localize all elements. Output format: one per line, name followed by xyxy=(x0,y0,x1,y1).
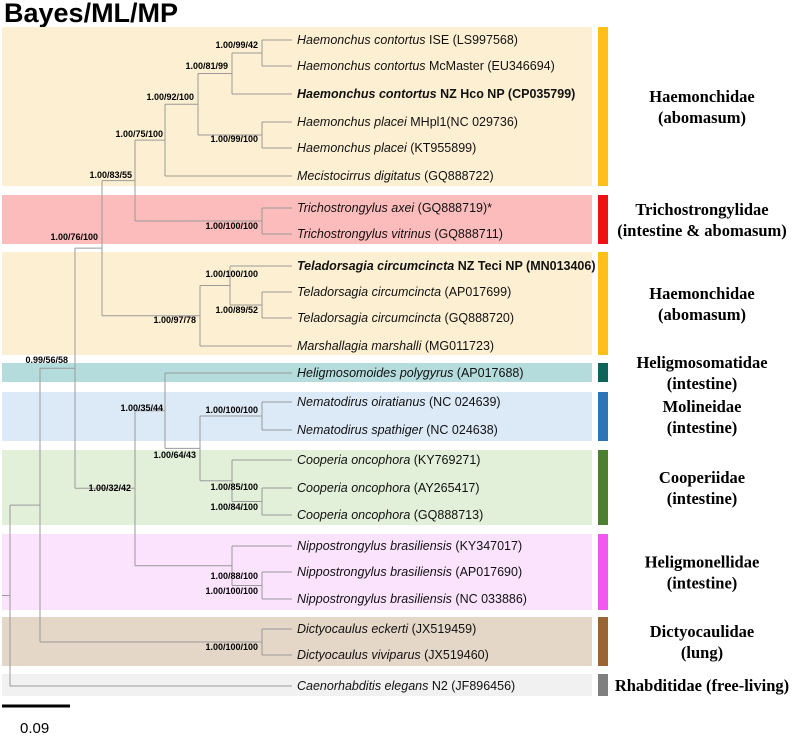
support-value: 1.00/35/44 xyxy=(120,403,163,413)
support-value: 1.00/64/43 xyxy=(153,450,196,460)
taxon-label: Haemonchus contortus McMaster (EU346694) xyxy=(297,59,555,73)
taxon-label: Nippostrongylus brasiliensis (KY347017) xyxy=(297,539,522,553)
taxon-label: Haemonchus contortus ISE (LS997568) xyxy=(297,33,518,47)
family-label: (abomasum) xyxy=(658,305,746,324)
family-label: (intestine) xyxy=(667,574,738,593)
clade-band xyxy=(2,392,592,441)
scale-bar-label: 0.09 xyxy=(20,720,49,737)
support-value: 1.00/85/100 xyxy=(210,482,258,492)
clade-color-bar xyxy=(598,534,608,610)
family-label: Trichostrongylidae xyxy=(635,200,768,219)
support-value: 1.00/32/42 xyxy=(88,483,131,493)
taxon-label: Trichostrongylus vitrinus (GQ888711) xyxy=(297,227,503,241)
support-value: 1.00/100/100 xyxy=(205,642,258,652)
taxon-label: Nematodirus spathiger (NC 024638) xyxy=(297,423,498,437)
support-value: 1.00/84/100 xyxy=(210,502,258,512)
clade-band xyxy=(2,450,592,525)
taxon-label: Nippostrongylus brasiliensis (AP017690) xyxy=(297,565,522,579)
taxon-label: Heligmosomoides polygyrus (AP017688) xyxy=(297,366,524,380)
support-value: 1.00/88/100 xyxy=(210,571,258,581)
clade-band xyxy=(2,27,592,186)
support-value: 0.99/56/58 xyxy=(25,355,68,365)
family-label: (abomasum) xyxy=(658,108,746,127)
clade-color-bar xyxy=(598,27,608,186)
taxon-label: Teladorsagia circumcincta NZ Teci NP (MN… xyxy=(297,259,596,273)
clade-color-bar xyxy=(598,674,608,696)
family-label: Rhabditidae (free-living) xyxy=(615,676,789,695)
taxon-label: Teladorsagia circumcincta (AP017699) xyxy=(297,285,511,299)
clade-band xyxy=(2,674,592,696)
taxon-label: Haemonchus placei (KT955899) xyxy=(297,141,476,155)
taxon-label: Marshallagia marshalli (MG011723) xyxy=(297,339,494,353)
support-value: 1.00/100/100 xyxy=(205,405,258,415)
taxon-label: Haemonchus placei MHpl1(NC 029736) xyxy=(297,115,518,129)
clade-band xyxy=(2,252,592,355)
support-value: 1.00/100/100 xyxy=(205,269,258,279)
taxon-label: Caenorhabditis elegans N2 (JF896456) xyxy=(297,679,515,693)
taxon-label: Haemonchus contortus NZ Hco NP (CP035799… xyxy=(297,87,575,101)
taxon-label: Cooperia oncophora (KY769271) xyxy=(297,453,480,467)
taxon-label: Teladorsagia circumcincta (GQ888720) xyxy=(297,311,514,325)
clade-band xyxy=(2,534,592,610)
family-label: (intestine) xyxy=(667,489,738,508)
support-value: 1.00/83/55 xyxy=(89,170,132,180)
taxon-label: Cooperia oncophora (AY265417) xyxy=(297,481,480,495)
clade-color-bar xyxy=(598,450,608,525)
family-label: Heligmosomatidae xyxy=(636,353,767,372)
family-label: Dictyocaulidae xyxy=(650,622,755,641)
clade-color-bar xyxy=(598,617,608,666)
support-value: 1.00/97/78 xyxy=(153,315,196,325)
family-label: Haemonchidae xyxy=(649,284,754,303)
taxon-label: Nippostrongylus brasiliensis (NC 033886) xyxy=(297,592,527,606)
clade-band xyxy=(2,363,592,382)
support-value: 1.00/99/100 xyxy=(210,134,258,144)
family-label: (intestine) xyxy=(667,374,738,393)
page-title: Bayes/ML/MP xyxy=(4,0,179,28)
clade-band xyxy=(2,195,592,244)
family-label: (lung) xyxy=(681,643,723,662)
clade-color-bar xyxy=(598,363,608,382)
taxon-label: Mecistocirrus digitatus (GQ888722) xyxy=(297,169,494,183)
taxon-label: Trichostrongylus axei (GQ888719)* xyxy=(297,201,492,215)
taxon-label: Nematodirus oiratianus (NC 024639) xyxy=(297,395,501,409)
support-value: 1.00/81/99 xyxy=(185,61,228,71)
taxon-label: Dictyocaulus eckerti (JX519459) xyxy=(297,622,476,636)
family-label: Molineidae xyxy=(663,397,742,416)
family-label: Haemonchidae xyxy=(649,87,754,106)
clade-color-bar xyxy=(598,392,608,441)
family-label: (intestine & abomasum) xyxy=(617,221,787,240)
support-value: 1.00/92/100 xyxy=(146,92,194,102)
support-value: 1.00/76/100 xyxy=(50,232,98,242)
family-label: (intestine) xyxy=(667,418,738,437)
taxon-label: Cooperia oncophora (GQ888713) xyxy=(297,508,483,522)
taxon-label: Dictyocaulus viviparus (JX519460) xyxy=(297,648,489,662)
support-value: 1.00/100/100 xyxy=(205,221,258,231)
support-value: 1.00/99/42 xyxy=(215,40,258,50)
family-label: Cooperiidae xyxy=(659,468,745,487)
support-value: 1.00/100/100 xyxy=(205,586,258,596)
clade-color-bar xyxy=(598,195,608,244)
clade-color-bar xyxy=(598,252,608,355)
support-value: 1.00/75/100 xyxy=(115,129,163,139)
support-value: 1.00/89/52 xyxy=(215,305,258,315)
family-label: Heligmonellidae xyxy=(645,553,760,572)
